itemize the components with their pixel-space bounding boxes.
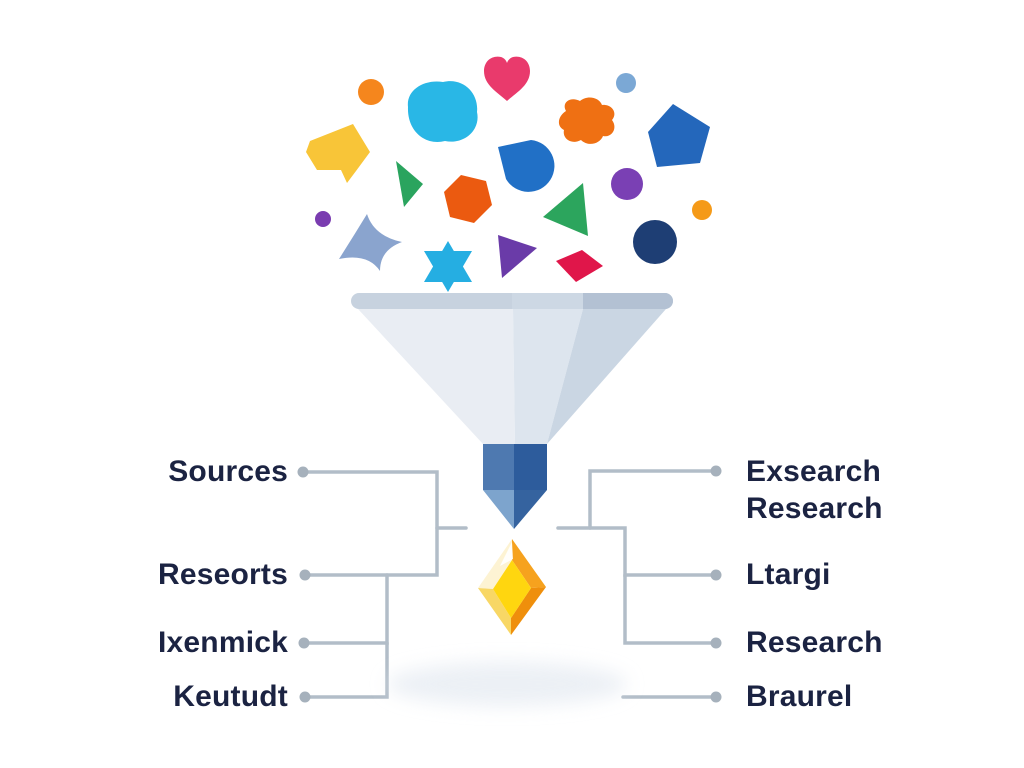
connector-dots <box>297 465 722 703</box>
gem-facet-upper-right <box>512 539 546 588</box>
connectors <box>301 469 718 699</box>
label-exsearch-line1: Exsearch <box>746 455 882 488</box>
yellow-blob-shape <box>306 124 370 183</box>
label-braurel: Braurel <box>746 680 853 713</box>
gem-facet-center <box>493 560 531 618</box>
funnel-spout-right <box>514 444 547 490</box>
label-ixenmick: Ixenmick <box>157 626 288 659</box>
falling-shapes <box>306 56 712 292</box>
lightblue-circle-shape <box>616 73 636 93</box>
purple-circle-shape <box>611 168 643 200</box>
label-sources: Sources <box>168 455 288 488</box>
connector-keutudt <box>303 641 389 699</box>
gem-facet-lower-left <box>478 588 511 635</box>
crimson-diamond-shape <box>556 250 603 282</box>
funnel-cone-mid <box>513 309 583 444</box>
funnel <box>351 293 673 529</box>
orange-hexagon-shape <box>444 175 492 223</box>
green-triangle-big-shape <box>543 183 588 236</box>
cyan-star-down-shape <box>424 251 472 292</box>
dot-exsearch <box>710 465 722 477</box>
connector-ltargi <box>556 526 718 577</box>
funnel-spout-left <box>483 444 514 490</box>
gem-facet-upper-left <box>478 539 512 589</box>
connector-ixenmick <box>302 573 389 645</box>
funnel-cone-left <box>358 309 515 444</box>
green-triangle-small-shape <box>396 161 423 207</box>
dot-keutudt <box>299 691 311 703</box>
cyan-blob-shape <box>407 81 478 142</box>
connector-right-top <box>588 469 718 530</box>
label-ltargi: Ltargi <box>746 558 831 591</box>
label-reseorts: Reseorts <box>158 558 288 591</box>
blue-notched-circle-shape <box>498 140 555 192</box>
label-keutudt: Keutudt <box>173 680 288 713</box>
gem-shadow <box>387 662 627 706</box>
gem <box>478 539 546 635</box>
funnel-tip-left <box>483 490 514 529</box>
purple-circle-small-shape <box>315 211 331 227</box>
dot-research <box>710 637 722 649</box>
funnel-cone-right <box>547 309 666 444</box>
label-exsearch-research: Exsearch Research <box>746 453 883 527</box>
dot-ltargi <box>710 569 722 581</box>
orange-circle-small-shape <box>692 200 712 220</box>
gem-facet-lower-right <box>511 587 546 635</box>
dot-sources <box>297 466 309 478</box>
funnel-rim-right <box>583 293 673 309</box>
dot-ixenmick <box>298 637 310 649</box>
steel-star-shape <box>339 214 402 271</box>
purple-triangle-shape <box>498 235 537 278</box>
connector-left-top <box>301 470 439 577</box>
orange-blob-shape <box>558 97 615 144</box>
label-exsearch-line2: Research <box>746 492 883 525</box>
funnel-tip-right <box>514 490 547 529</box>
gem-glint <box>500 542 513 566</box>
navy-circle-shape <box>633 220 677 264</box>
heart-icon <box>484 56 530 101</box>
orange-circle-shape <box>358 79 384 105</box>
label-research: Research <box>746 626 883 659</box>
dot-braurel <box>710 691 722 703</box>
connector-research <box>623 573 718 645</box>
blue-pentagon-shape <box>648 104 710 167</box>
funnel-rim-mid <box>512 293 583 309</box>
dot-reseorts <box>299 569 311 581</box>
